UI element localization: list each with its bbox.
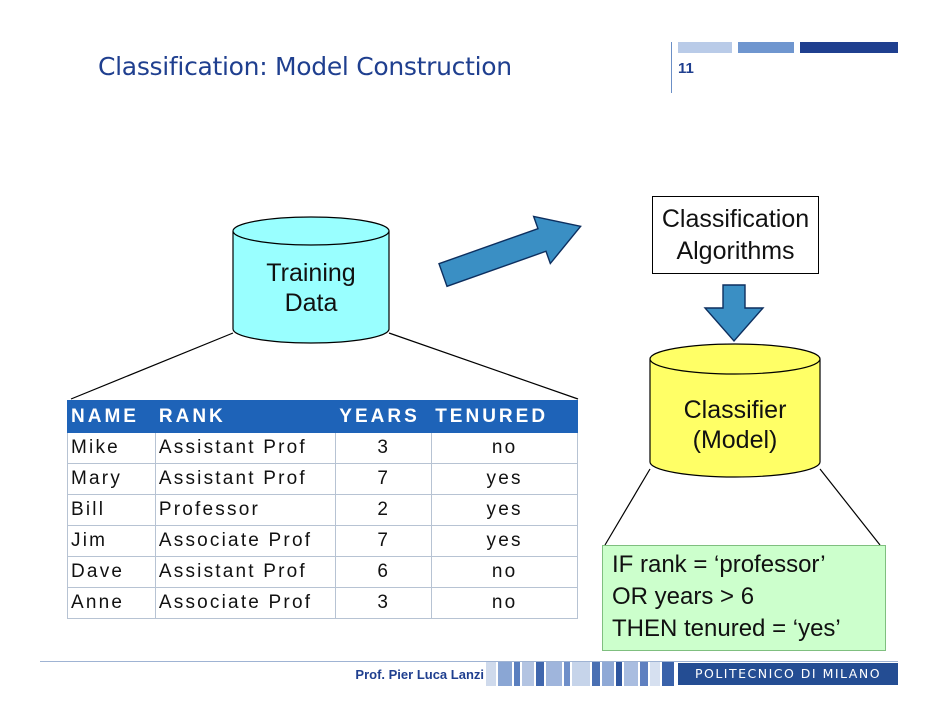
cell-tenured: yes bbox=[431, 463, 578, 495]
classifier-cylinder bbox=[649, 343, 821, 478]
top-bar-light bbox=[678, 42, 732, 53]
cell-tenured: no bbox=[431, 556, 578, 588]
classifier-rule-box: IF rank = ‘professor’ OR years > 6 THEN … bbox=[602, 545, 886, 651]
training-data-table: NAME RANK YEARS TENURED Mike Assistant P… bbox=[67, 400, 578, 619]
cell-tenured: yes bbox=[431, 494, 578, 526]
header-rank: RANK bbox=[154, 400, 337, 433]
cell-name: Anne bbox=[67, 587, 156, 619]
training-data-line2: Data bbox=[284, 289, 338, 317]
classification-algorithms-box: Classification Algorithms bbox=[652, 196, 819, 274]
training-data-cylinder bbox=[232, 216, 390, 344]
table-row: Mike Assistant Prof 3 no bbox=[67, 432, 578, 464]
table-row: Jim Associate Prof 7 yes bbox=[67, 525, 578, 557]
title-divider bbox=[671, 42, 672, 93]
classifier-line2: (Model) bbox=[692, 426, 778, 454]
table-row: Bill Professor 2 yes bbox=[67, 494, 578, 526]
cell-rank: Associate Prof bbox=[154, 587, 337, 619]
header-name: NAME bbox=[67, 400, 156, 433]
cell-name: Bill bbox=[67, 494, 156, 526]
cell-tenured: no bbox=[431, 432, 578, 464]
classifier-label: Classifier (Model) bbox=[650, 395, 820, 455]
cell-rank: Assistant Prof bbox=[154, 432, 337, 464]
zoom-line-left bbox=[70, 332, 234, 400]
algorithms-line2: Algorithms bbox=[676, 237, 795, 265]
rule-line-right bbox=[819, 468, 881, 546]
top-bar-dark bbox=[800, 42, 898, 53]
cell-name: Mary bbox=[67, 463, 156, 495]
cell-years: 2 bbox=[335, 494, 433, 526]
training-to-algorithms-arrow bbox=[438, 215, 582, 288]
rule-line1: IF rank = ‘professor’ bbox=[612, 551, 826, 578]
cell-rank: Assistant Prof bbox=[154, 556, 337, 588]
cell-tenured: yes bbox=[431, 525, 578, 557]
cell-years: 3 bbox=[335, 587, 433, 619]
footer-pattern bbox=[486, 662, 674, 686]
cell-years: 7 bbox=[335, 463, 433, 495]
cell-rank: Assistant Prof bbox=[154, 463, 337, 495]
table-row: Mary Assistant Prof 7 yes bbox=[67, 463, 578, 495]
cell-years: 6 bbox=[335, 556, 433, 588]
training-data-line1: Training bbox=[266, 259, 356, 287]
cell-years: 3 bbox=[335, 432, 433, 464]
cell-name: Jim bbox=[67, 525, 156, 557]
cell-years: 7 bbox=[335, 525, 433, 557]
header-tenured: TENURED bbox=[431, 400, 578, 433]
table-header-row: NAME RANK YEARS TENURED bbox=[67, 400, 578, 433]
classifier-line1: Classifier bbox=[683, 396, 787, 424]
algorithms-to-classifier-arrow bbox=[703, 284, 765, 343]
cell-rank: Associate Prof bbox=[154, 525, 337, 557]
author-name: Prof. Pier Luca Lanzi bbox=[355, 667, 484, 682]
page-number: 11 bbox=[678, 60, 694, 77]
top-bar-medium bbox=[738, 42, 794, 53]
footer-divider bbox=[40, 661, 898, 662]
table-row: Dave Assistant Prof 6 no bbox=[67, 556, 578, 588]
zoom-line-right bbox=[388, 332, 579, 400]
cell-tenured: no bbox=[431, 587, 578, 619]
header-years: YEARS bbox=[335, 400, 433, 433]
cell-rank: Professor bbox=[154, 494, 337, 526]
politecnico-logo: POLITECNICO DI MILANO bbox=[678, 663, 898, 685]
rule-line-left bbox=[604, 468, 651, 546]
cell-name: Dave bbox=[67, 556, 156, 588]
slide-title: Classification: Model Construction bbox=[98, 52, 512, 81]
algorithms-line1: Classification bbox=[661, 205, 810, 233]
rule-line2: OR years > 6 bbox=[612, 583, 755, 610]
table-row: Anne Associate Prof 3 no bbox=[67, 587, 578, 619]
cell-name: Mike bbox=[67, 432, 156, 464]
rule-line3: THEN tenured = ‘yes’ bbox=[612, 615, 841, 642]
training-data-label: Training Data bbox=[233, 258, 389, 318]
